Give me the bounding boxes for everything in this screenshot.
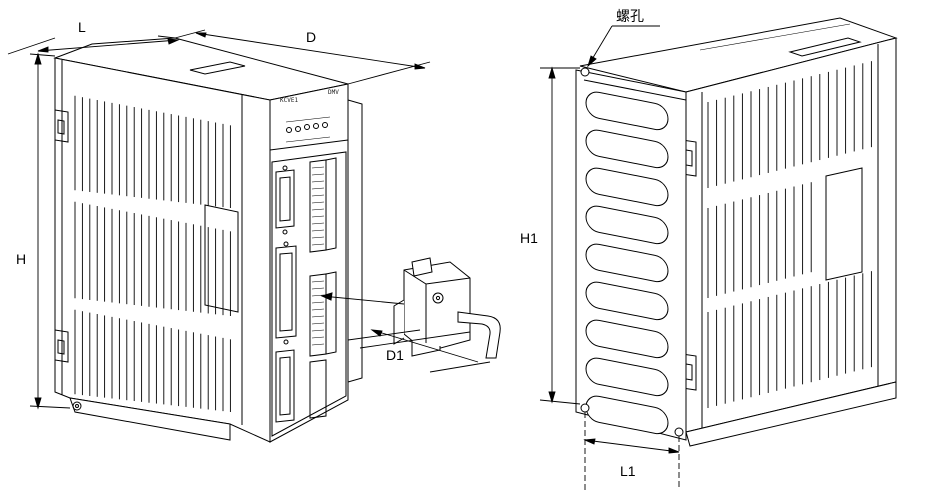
- terminal-tick: [311, 215, 325, 218]
- terminal-tick: [311, 229, 325, 232]
- plate-slot: [585, 205, 669, 245]
- terminal-tick: [311, 187, 325, 190]
- rear-vent-slots: [707, 61, 872, 408]
- plate-slot: [585, 167, 669, 207]
- dimension-L1: [583, 412, 680, 490]
- heatsink-fins: [347, 84, 363, 400]
- plate-slot: [585, 91, 669, 131]
- dimension-H1-label: H1: [520, 230, 538, 246]
- terminal-tick: [311, 343, 325, 346]
- terminal-tick: [311, 166, 325, 169]
- screw-hole-label: 螺孔: [616, 9, 644, 25]
- rear-body-side: [685, 37, 897, 433]
- terminal-tick: [311, 308, 325, 311]
- front-view: [53, 37, 363, 443]
- terminal-tick: [311, 294, 325, 297]
- vent-slots: [74, 95, 231, 412]
- db-connector-middle: [275, 241, 297, 345]
- dimension-H: [29, 52, 71, 410]
- terminal-tick: [311, 180, 325, 183]
- plate-slot: [585, 243, 669, 283]
- terminal-tick: [311, 329, 325, 332]
- terminal-tick: [311, 301, 325, 304]
- terminal-tick: [311, 243, 325, 246]
- terminal-tick: [311, 322, 325, 325]
- terminal-tick: [311, 173, 325, 176]
- plate-slot: [585, 129, 669, 169]
- dimension-L: [7, 35, 180, 55]
- screw-hole-bottom-left: [580, 403, 590, 413]
- terminal-block-upper: [309, 157, 337, 253]
- plate-slot: [585, 319, 669, 359]
- screw-hole-top: [580, 67, 590, 77]
- screw-hole-bottom-right: [674, 427, 684, 437]
- terminal-block-lower: [309, 271, 337, 419]
- display-window: [204, 204, 239, 313]
- terminal-tick: [311, 280, 325, 283]
- db-connector-top: [275, 165, 295, 235]
- dimension-D1-label: D1: [386, 347, 404, 363]
- mount-ear-bottom: [54, 329, 69, 363]
- dimension-L1-label: L1: [620, 463, 636, 479]
- dimension-D-label: D: [306, 29, 316, 45]
- rear-display-window: [825, 167, 863, 281]
- dimension-D1: [347, 329, 491, 373]
- terminal-tick: [311, 201, 325, 204]
- dimension-L-label: L: [78, 19, 86, 35]
- dimension-H-label: H: [16, 251, 26, 267]
- status-leds: [285, 116, 331, 143]
- device-brand: KCVE1: [280, 97, 298, 104]
- dimension-D: [174, 29, 431, 85]
- terminal-tick: [311, 287, 325, 290]
- terminal-tick: [311, 194, 325, 197]
- screw-hole-callout: [587, 25, 660, 68]
- terminal-tick: [311, 236, 325, 239]
- device-model-mark: DMV: [328, 89, 339, 96]
- db-connector-bottom: [275, 349, 295, 423]
- mounting-plate-slots: [585, 91, 669, 435]
- terminal-tick: [311, 208, 325, 211]
- mount-ear-top: [54, 109, 69, 143]
- dimension-H1: [539, 66, 581, 405]
- terminal-tick: [311, 315, 325, 318]
- plug-connector: [320, 257, 501, 359]
- front-panel: [269, 83, 349, 443]
- terminal-tick: [311, 336, 325, 339]
- plate-slot: [585, 357, 669, 397]
- screw-holes: [580, 67, 684, 437]
- plate-slot: [585, 281, 669, 321]
- terminal-tick: [311, 222, 325, 225]
